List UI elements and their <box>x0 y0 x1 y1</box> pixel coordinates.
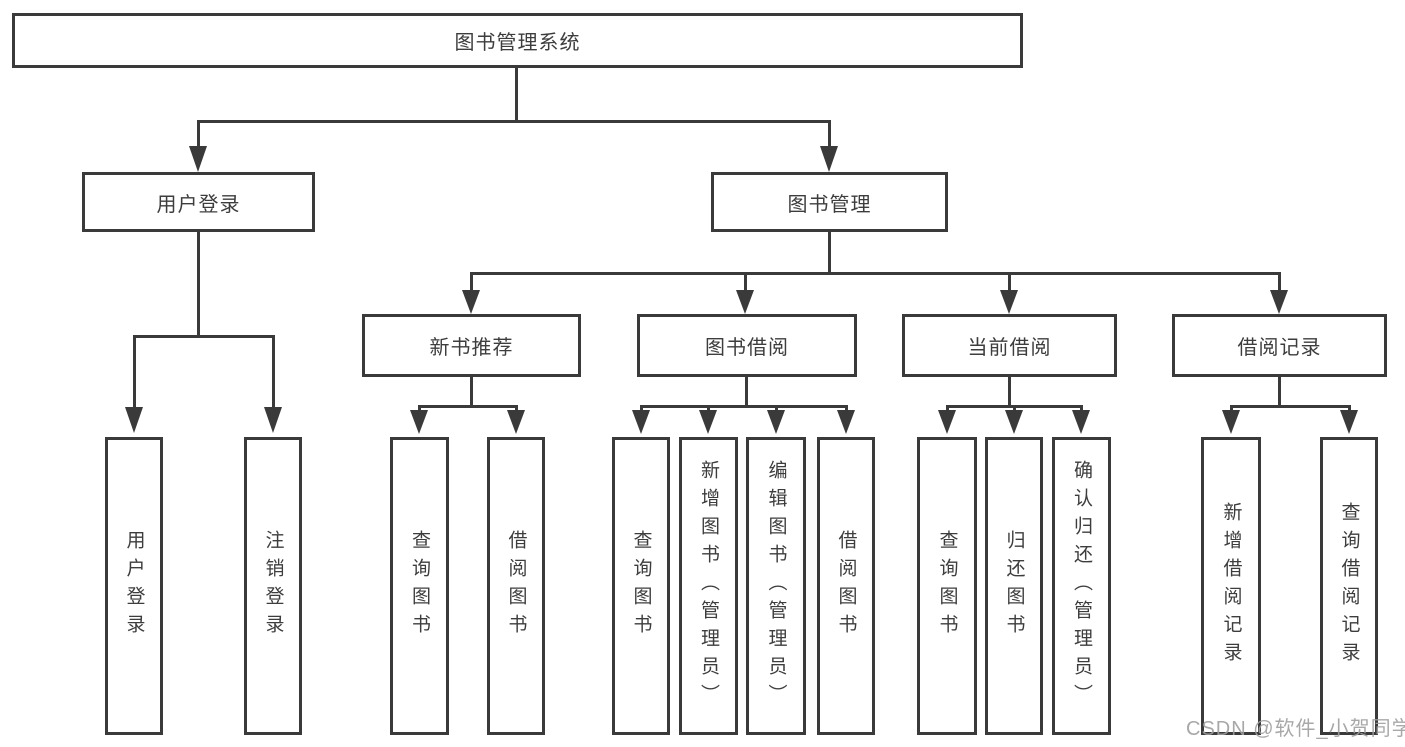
connector-line <box>272 335 275 411</box>
node-new-book-recommend: 新书推荐 <box>362 314 581 377</box>
connector-line <box>946 405 949 413</box>
arrowhead-icon <box>632 410 650 434</box>
arrowhead-icon <box>189 146 207 172</box>
leaf-edit-books-admin: 编辑图书（管理员） <box>746 437 806 735</box>
arrowhead-icon <box>699 410 717 434</box>
connector-line <box>640 405 643 413</box>
connector-line <box>515 405 518 413</box>
connector-line <box>197 120 200 152</box>
leaf-label: 查询图书 <box>936 530 958 642</box>
connector-line <box>775 405 778 413</box>
arrowhead-icon <box>1340 410 1358 434</box>
connector-line <box>133 335 136 411</box>
arrowhead-icon <box>1222 410 1240 434</box>
arrowhead-icon <box>736 290 754 314</box>
connector-line <box>1348 405 1351 413</box>
leaf-label: 借阅图书 <box>835 530 857 642</box>
leaf-label: 注销登录 <box>262 530 284 642</box>
leaf-add-borrow-record: 新增借阅记录 <box>1201 437 1261 735</box>
leaf-add-books-admin: 新增图书（管理员） <box>679 437 738 735</box>
leaf-label: 查询图书 <box>630 530 652 642</box>
connector-line <box>1278 272 1281 292</box>
connector-line <box>470 272 1281 275</box>
connector-line <box>640 405 848 408</box>
node-user-login: 用户登录 <box>82 172 315 232</box>
arrowhead-icon <box>462 290 480 314</box>
leaf-label: 确认归还（管理员） <box>1071 460 1092 712</box>
leaf-query-books-3: 查询图书 <box>917 437 977 735</box>
leaf-label: 用户登录 <box>123 530 145 642</box>
connector-line <box>515 68 518 120</box>
node-book-management: 图书管理 <box>711 172 948 232</box>
connector-line <box>418 405 421 413</box>
connector-line <box>418 405 518 408</box>
connector-line <box>1230 405 1351 408</box>
arrowhead-icon <box>1072 410 1090 434</box>
leaf-query-books-1: 查询图书 <box>390 437 449 735</box>
leaf-label: 查询借阅记录 <box>1338 502 1360 670</box>
connector-line <box>197 232 200 335</box>
leaf-label: 借阅图书 <box>505 530 527 642</box>
leaf-user-login: 用户登录 <box>105 437 163 735</box>
leaf-label: 新增借阅记录 <box>1220 502 1242 670</box>
connector-line <box>845 405 848 413</box>
arrowhead-icon <box>1000 290 1018 314</box>
connector-line <box>1278 377 1281 407</box>
arrowhead-icon <box>1005 410 1023 434</box>
arrowhead-icon <box>767 410 785 434</box>
leaf-return-books: 归还图书 <box>985 437 1043 735</box>
leaf-label: 查询图书 <box>409 530 430 642</box>
leaf-label: 新增图书（管理员） <box>698 460 719 712</box>
leaf-query-borrow-record: 查询借阅记录 <box>1320 437 1378 735</box>
arrowhead-icon <box>820 146 838 172</box>
leaf-label: 归还图书 <box>1003 530 1025 642</box>
leaf-logout: 注销登录 <box>244 437 302 735</box>
arrowhead-icon <box>410 410 428 434</box>
csdn-watermark: CSDN @软件_小贺同学 <box>1186 718 1405 740</box>
connector-line <box>470 272 473 292</box>
leaf-query-books-2: 查询图书 <box>612 437 670 735</box>
arrowhead-icon <box>938 410 956 434</box>
connector-line <box>197 120 831 123</box>
node-current-borrow: 当前借阅 <box>902 314 1117 377</box>
connector-line <box>1080 405 1083 413</box>
connector-line <box>133 335 275 338</box>
connector-line <box>1008 272 1011 292</box>
arrowhead-icon <box>837 410 855 434</box>
leaf-borrow-books-1: 借阅图书 <box>487 437 545 735</box>
connector-line <box>1013 405 1016 413</box>
arrowhead-icon <box>125 407 143 433</box>
connector-line <box>707 405 710 413</box>
connector-line <box>1008 377 1011 407</box>
node-borrow-records: 借阅记录 <box>1172 314 1387 377</box>
leaf-confirm-return-admin: 确认归还（管理员） <box>1052 437 1111 735</box>
arrowhead-icon <box>264 407 282 433</box>
arrowhead-icon <box>1270 290 1288 314</box>
leaf-label: 编辑图书（管理员） <box>765 460 787 712</box>
connector-line <box>1230 405 1233 413</box>
connector-line <box>744 272 747 292</box>
node-book-borrow: 图书借阅 <box>637 314 857 377</box>
connector-line <box>470 377 473 407</box>
connector-line <box>828 232 831 272</box>
node-root: 图书管理系统 <box>12 13 1023 68</box>
connector-line <box>745 377 748 407</box>
connector-line <box>828 120 831 152</box>
arrowhead-icon <box>507 410 525 434</box>
leaf-borrow-books-2: 借阅图书 <box>817 437 875 735</box>
